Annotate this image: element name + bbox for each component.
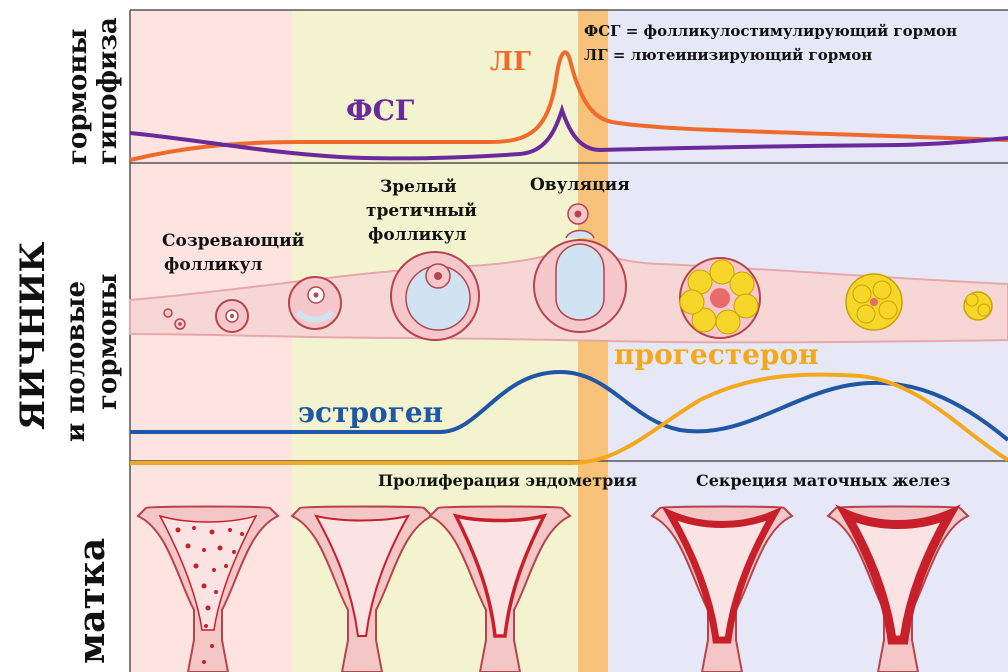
proliferation-label: Пролиферация эндометрия (378, 471, 637, 490)
ovary-label-line1: ЯИЧНИК (13, 242, 53, 430)
maturing-follicle-label-1: Созревающий (162, 231, 305, 251)
mature-tertiary-follicle (391, 252, 479, 340)
legend-fsh: ФСГ = фолликулостимулирующий гормон (584, 22, 957, 40)
hormones-label-line1: гормоны (63, 29, 93, 165)
secondary-follicle (289, 277, 341, 329)
ovary-label-line3: гормоны (93, 274, 123, 410)
corpus-luteum-medium (846, 274, 902, 330)
corpus-albicans (964, 292, 992, 320)
maturing-follicle-label-2: фолликул (164, 255, 262, 275)
progesterone-label: прогестерон (614, 338, 819, 371)
estrogen-label: эстроген (298, 396, 443, 429)
mature-follicle-label-2: третичный (366, 201, 477, 221)
secretion-label: Секреция маточных желез (696, 471, 950, 490)
mature-follicle-label-1: Зрелый (380, 177, 457, 197)
mature-follicle-label-3: фолликул (368, 225, 466, 245)
primary-follicle (216, 300, 248, 332)
lh-label: ЛГ (490, 47, 531, 77)
ovulation-label: Овуляция (530, 175, 630, 195)
uterus-label: матка (71, 538, 113, 664)
hormones-label-line2: гипофиза (93, 17, 123, 165)
corpus-luteum-large (680, 258, 760, 338)
ovary-label-line2: и половые (61, 281, 91, 442)
legend-lh: ЛГ = лютеинизирующий гормон (584, 46, 872, 64)
fsh-label: ФСГ (346, 94, 414, 127)
